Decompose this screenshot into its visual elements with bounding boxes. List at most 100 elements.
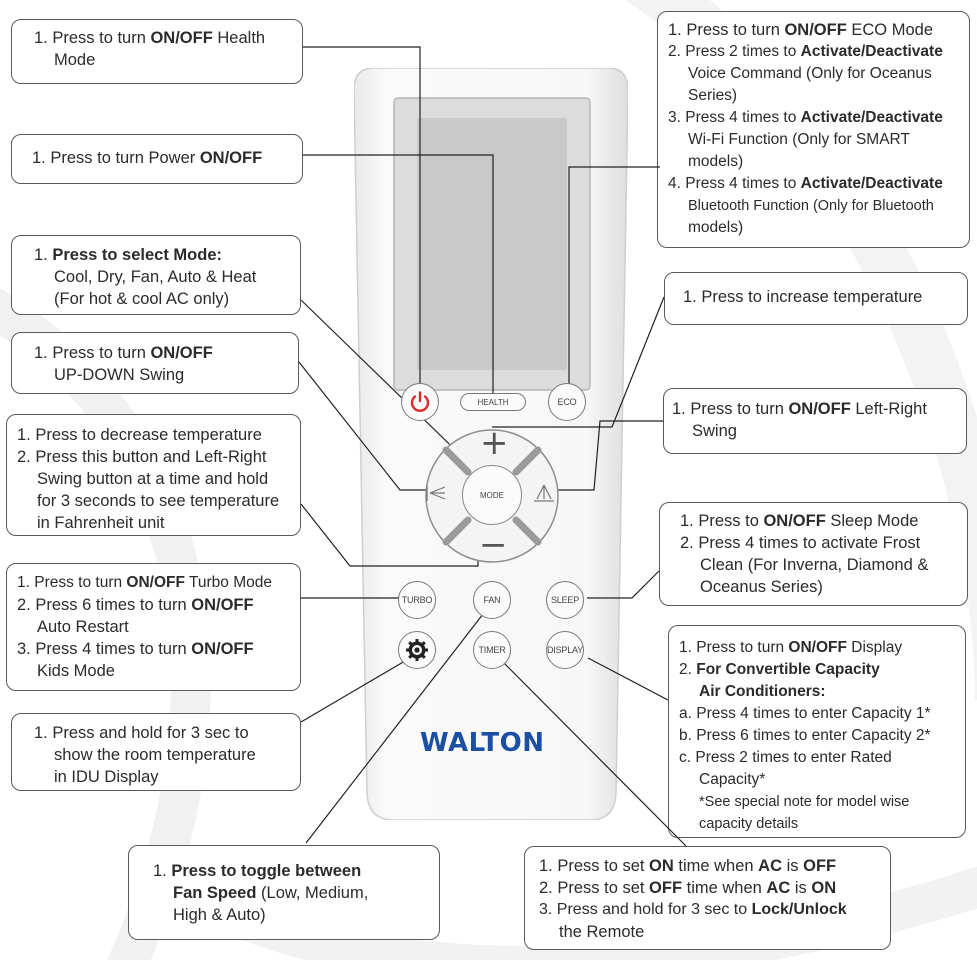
callout-text: is (790, 879, 812, 897)
callout-display: 1. Press to turn ON/OFF Display 2. For C… (668, 625, 966, 838)
callout-text: 3. Press and hold for 3 sec to (539, 901, 752, 918)
callout-text: 1. Press to turn (34, 29, 151, 47)
callout-bold: ON/OFF (126, 574, 185, 591)
callout-text: 1. Press to turn (34, 344, 151, 362)
callout-text: Left-Right (850, 400, 927, 418)
callout-text: Turbo Mode (184, 574, 273, 591)
lcd-screen (417, 118, 567, 370)
gear-icon (406, 639, 428, 661)
callout-text: Sleep Mode (825, 512, 919, 530)
callout-text: UP-DOWN Swing (54, 366, 185, 384)
callout-text: 2. Press to set (539, 879, 650, 897)
callout-text: time when (673, 857, 759, 875)
callout-text: Swing (692, 422, 737, 440)
callout-text: 1. Press to increase temperature (683, 288, 923, 306)
callout-text: (Low, Medium, (256, 884, 369, 902)
callout-text: Wi-Fi Function (Only for SMART (688, 131, 910, 148)
callout-text: 1. Press to set (539, 857, 650, 875)
fan-button[interactable]: FAN (473, 581, 511, 619)
callout-text: 3. Press 4 times to (668, 109, 801, 126)
callout-text: 1. Press to (680, 512, 764, 530)
callout-text: 1. (153, 862, 172, 880)
callout-text: (For hot & cool AC only) (54, 290, 230, 308)
sleep-button[interactable]: SLEEP (546, 581, 584, 619)
callout-text: Swing button at a time and hold (37, 470, 269, 488)
callout-text: ECO Mode (846, 21, 933, 39)
callout-text: Capacity* (699, 771, 766, 788)
turbo-button[interactable]: TURBO (398, 581, 436, 619)
timer-button-label: TIMER (478, 645, 506, 655)
callout-text: 1. Press and hold for 3 sec to (34, 724, 249, 742)
callout-bold: Press to select Mode: (52, 246, 222, 264)
callout-bold: AC (758, 857, 783, 875)
callout-bold: Activate/Deactivate (800, 43, 943, 60)
callout-eco: 1. Press to turn ON/OFF ECO Mode 2. Pres… (657, 11, 970, 248)
health-button[interactable]: HEALTH (460, 393, 526, 411)
callout-bold: ON/OFF (150, 344, 213, 362)
callout-updown-swing: 1. Press to turn ON/OFF UP-DOWN Swing (11, 332, 299, 394)
temp-down-button[interactable]: − (479, 525, 508, 565)
callout-text: Auto Restart (37, 618, 129, 636)
callout-text: 2. Press 4 times to activate Frost (680, 534, 921, 552)
callout-text: Health (212, 29, 266, 47)
callout-text: Mode (54, 51, 96, 69)
temp-up-button[interactable]: + (480, 423, 509, 463)
callout-text: High & Auto) (173, 906, 266, 924)
callout-text: models) (688, 219, 744, 236)
callout-bold: OFF (649, 879, 683, 897)
callout-bold: Activate/Deactivate (800, 109, 943, 126)
callout-bold: ON/OFF (788, 400, 851, 418)
mode-button[interactable]: MODE (462, 465, 522, 525)
callout-text: 1. Press to turn (672, 400, 789, 418)
callout-text: time when (682, 879, 767, 897)
eco-button[interactable]: ECO (548, 383, 586, 421)
callout-text: the Remote (559, 923, 645, 941)
callout-leftright-swing: 1. Press to turn ON/OFF Left-Right Swing (663, 388, 967, 454)
callout-note: capacity details (699, 816, 799, 832)
callout-sleep: 1. Press to ON/OFF Sleep Mode 2. Press 4… (659, 502, 968, 606)
settings-button[interactable] (398, 631, 436, 669)
callout-timer: 1. Press to set ON time when AC is OFF 2… (524, 846, 891, 950)
callout-bold: Lock/Unlock (751, 901, 847, 918)
callout-mode: 1. Press to select Mode: Cool, Dry, Fan,… (11, 235, 301, 315)
timer-button[interactable]: TIMER (473, 631, 511, 669)
left-right-swing-icon[interactable] (532, 482, 556, 504)
callout-fan-speed: 1. Press to toggle between Fan Speed (Lo… (128, 845, 440, 940)
callout-text: 3. Press 4 times to turn (17, 640, 192, 658)
power-button[interactable] (401, 383, 439, 421)
callout-text: 1. Press to turn (668, 21, 785, 39)
callout-bold: ON/OFF (788, 639, 847, 656)
callout-text: Kids Mode (37, 662, 115, 680)
callout-bold: ON/OFF (191, 640, 254, 658)
callout-text: 1. Press to turn (679, 639, 789, 656)
callout-text: Cool, Dry, Fan, Auto & Heat (54, 268, 257, 286)
callout-text: 1. Press to turn (17, 574, 127, 591)
callout-text: Oceanus Series) (700, 578, 823, 596)
callout-bold: ON/OFF (763, 512, 826, 530)
callout-note: *See special note for model wise (699, 794, 910, 810)
callout-turbo: 1. Press to turn ON/OFF Turbo Mode 2. Pr… (6, 563, 301, 691)
callout-increase-temp: 1. Press to increase temperature (664, 272, 968, 325)
callout-text: is (782, 857, 804, 875)
power-icon (410, 391, 430, 412)
callout-text: 2. Press 6 times to turn (17, 596, 192, 614)
callout-bold: OFF (803, 857, 837, 875)
callout-text: 4. Press 4 times to (668, 175, 801, 192)
callout-text: 1. (34, 246, 53, 264)
callout-text: Series) (688, 87, 738, 104)
callout-bold: Press to toggle between (171, 862, 362, 880)
callout-text: a. Press 4 times to enter Capacity 1* (679, 705, 931, 722)
callout-text: c. Press 2 times to enter Rated (679, 749, 892, 766)
callout-text: 2. Press 2 times to (668, 43, 801, 60)
callout-bold: For Convertible Capacity (696, 661, 880, 678)
up-down-swing-icon[interactable] (424, 482, 448, 504)
callout-text: in Fahrenheit unit (37, 514, 165, 532)
brand-logo: WALTON (420, 728, 545, 758)
callout-bold: Fan Speed (173, 884, 257, 902)
callout-text: Display (846, 639, 903, 656)
callout-text: Bluetooth Function (Only for Bluetooth (688, 198, 934, 214)
callout-health-mode: 1. Press to turn ON/OFF Health Mode (11, 19, 303, 84)
display-button[interactable]: DISPLAY (546, 631, 584, 669)
callout-bold: ON/OFF (199, 149, 263, 167)
callout-text: models) (688, 153, 744, 170)
